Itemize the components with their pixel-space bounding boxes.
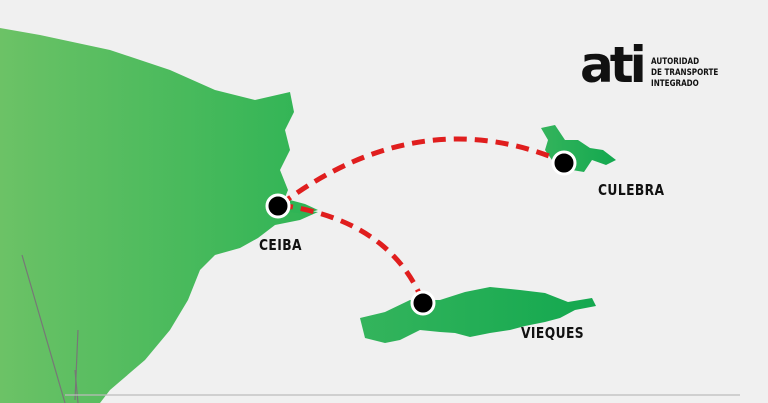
- ati-logo-text: AUTORIDAD DE TRANSPORTE INTEGRADO: [651, 57, 718, 90]
- ceiba-label: CEIBA: [259, 236, 302, 254]
- route-ceiba-vieques: [279, 202, 426, 303]
- culebra-marker: [551, 150, 577, 176]
- faint-lines: [21, 254, 740, 403]
- route-ceiba-culebra: [278, 136, 565, 208]
- vieques-label: VIEQUES: [521, 324, 585, 342]
- vieques-marker: [410, 290, 436, 316]
- mainland-puerto-rico: [0, 28, 318, 403]
- logo-line: DE TRANSPORTE: [651, 68, 719, 78]
- ceiba-marker: [265, 193, 291, 219]
- culebra-label: CULEBRA: [598, 181, 665, 199]
- logo-line: INTEGRADO: [651, 79, 699, 89]
- ati-logo-mark: ati: [580, 36, 647, 94]
- logo-line: AUTORIDAD: [651, 57, 700, 67]
